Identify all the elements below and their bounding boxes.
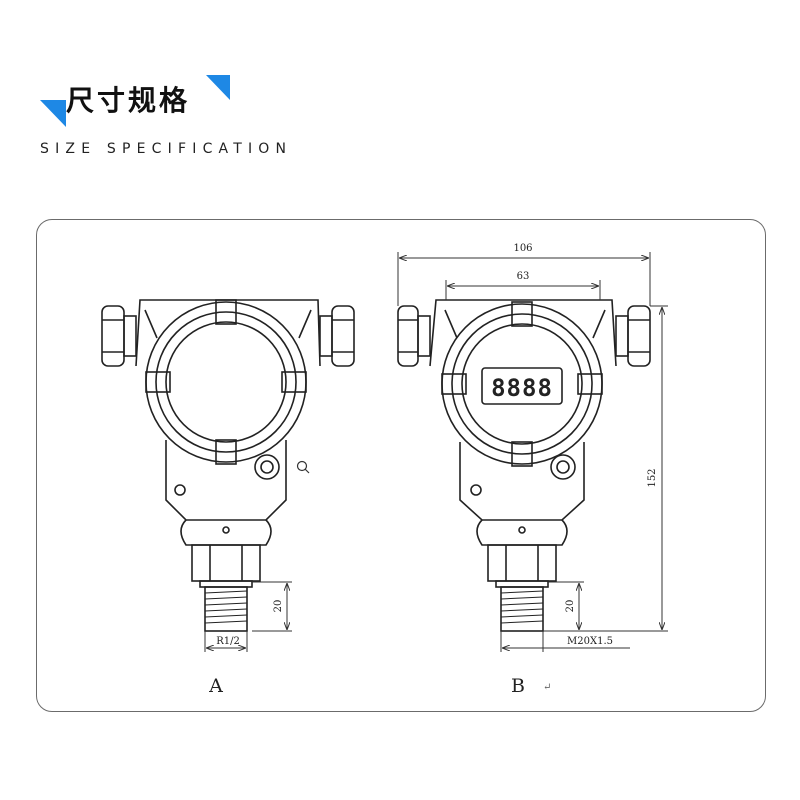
lcd-display-digits: 8888 (491, 374, 553, 402)
dim-label-thread-length-b: 20 (565, 600, 576, 613)
page-title: 尺寸规格 (66, 84, 191, 117)
dim-label-thread-length-a: 20 (273, 600, 284, 613)
dim-label-thread-a: R1/2 (216, 636, 240, 647)
dim-label-height: 152 (647, 468, 658, 487)
dimension-thread-length-a (252, 581, 292, 632)
transmitter-b (397, 299, 651, 632)
thread-hatch-a (204, 590, 248, 624)
dimension-thread-b (500, 631, 630, 652)
return-mark: ↵ (543, 682, 551, 693)
dimension-height (543, 305, 668, 632)
transmitter-a (101, 299, 355, 632)
dimension-thread-a (204, 631, 248, 652)
page-subtitle: SIZE SPECIFICATION (40, 141, 293, 157)
drawing-frame (36, 219, 766, 712)
caption-variant-b: B (511, 675, 525, 697)
thread-hatch-b (500, 590, 544, 624)
dimension-thread-length-b (548, 581, 584, 629)
dim-label-overall-width: 106 (513, 243, 532, 254)
dim-label-body-width: 63 (517, 271, 530, 282)
dimension-body-width (445, 280, 601, 300)
dimension-overall-width (397, 252, 651, 306)
caption-variant-a: A (208, 675, 223, 697)
magnifier-icon (296, 460, 310, 474)
dim-label-thread-b: M20X1.5 (567, 636, 613, 647)
